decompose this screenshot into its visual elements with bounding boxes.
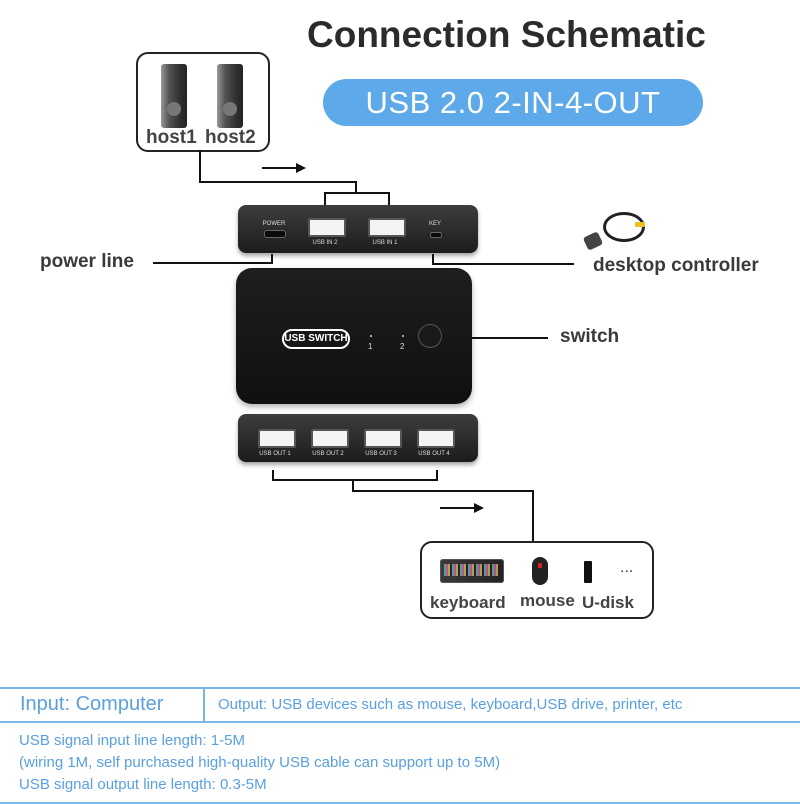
connector-line bbox=[272, 470, 274, 480]
more-items: ... bbox=[620, 559, 634, 576]
spec-badge: USB 2.0 2-IN-4-OUT bbox=[323, 79, 703, 126]
port-label: USB OUT 1 bbox=[259, 451, 291, 457]
callout-line bbox=[271, 254, 273, 264]
callout-line bbox=[472, 337, 548, 339]
host2-label: host2 bbox=[205, 127, 256, 148]
arrow-head bbox=[474, 503, 484, 513]
switch-output-panel: USB OUT 1 USB OUT 2 USB OUT 3 USB OUT 4 bbox=[238, 414, 478, 462]
keyboard-icon bbox=[440, 559, 504, 583]
host1-label: host1 bbox=[146, 127, 197, 148]
spec-line: USB signal input line length: 1-5M bbox=[19, 732, 245, 749]
usb-out-4-port bbox=[417, 429, 455, 448]
indicator-led-2 bbox=[402, 335, 404, 337]
desktop-controller-icon bbox=[582, 210, 655, 255]
connector-line bbox=[324, 192, 326, 206]
indicator-led-1 bbox=[370, 335, 372, 337]
switch-input-panel: POWER USB IN 2 USB IN 1 KEY bbox=[238, 205, 478, 253]
arrow-right-icon bbox=[440, 507, 476, 509]
spec-line: USB signal output line length: 0.3-5M bbox=[19, 776, 267, 793]
power-port bbox=[264, 230, 286, 238]
connector-line bbox=[272, 479, 438, 481]
usb-switch-body: USB SWITCH 1 2 bbox=[236, 268, 472, 404]
usb-switch-logo: USB SWITCH bbox=[282, 329, 350, 349]
hosts-box: host1 host2 bbox=[136, 52, 270, 152]
keyboard-label: keyboard bbox=[430, 593, 506, 612]
spec-table: Input: Computer Output: USB devices such… bbox=[0, 687, 800, 804]
u-disk-label: U-disk bbox=[582, 593, 634, 612]
page-title: Connection Schematic bbox=[307, 14, 706, 55]
indicator-label-1: 1 bbox=[368, 342, 373, 351]
callout-line bbox=[432, 263, 574, 265]
connector-line bbox=[532, 490, 534, 542]
mouse-label: mouse bbox=[520, 591, 575, 610]
port-label: POWER bbox=[262, 221, 286, 227]
connector-line bbox=[388, 192, 390, 206]
divider bbox=[203, 689, 205, 721]
callout-line bbox=[432, 254, 434, 264]
spec-line: (wiring 1M, self purchased high-quality … bbox=[19, 754, 501, 771]
switch-label: switch bbox=[560, 326, 620, 347]
desktop-controller-label: desktop controller bbox=[593, 255, 759, 276]
callout-line bbox=[153, 262, 273, 264]
port-label: USB OUT 4 bbox=[418, 451, 450, 457]
usb-out-1-port bbox=[258, 429, 296, 448]
connector-line bbox=[436, 470, 438, 480]
key-port bbox=[430, 232, 442, 238]
usb-in-1-port bbox=[368, 218, 406, 237]
indicator-label-2: 2 bbox=[400, 342, 405, 351]
power-line-label: power line bbox=[40, 251, 134, 272]
input-spec: Input: Computer bbox=[20, 693, 164, 715]
usb-out-3-port bbox=[364, 429, 402, 448]
port-label: USB IN 2 bbox=[312, 240, 338, 246]
port-label: USB OUT 3 bbox=[365, 451, 397, 457]
arrow-head bbox=[296, 163, 306, 173]
connector-line bbox=[355, 181, 357, 193]
mouse-icon bbox=[532, 557, 548, 585]
pc-tower-icon bbox=[161, 64, 187, 128]
peripherals-box: ... keyboard mouse U-disk bbox=[420, 541, 654, 619]
connector-line bbox=[352, 479, 354, 491]
connector-line bbox=[199, 150, 201, 182]
pc-tower-icon bbox=[217, 64, 243, 128]
port-label: USB IN 1 bbox=[372, 240, 398, 246]
arrow-right-icon bbox=[262, 167, 298, 169]
usb-drive-icon bbox=[584, 561, 592, 583]
port-label: KEY bbox=[428, 221, 441, 227]
port-label: USB OUT 2 bbox=[312, 451, 344, 457]
connector-line bbox=[324, 192, 390, 194]
usb-out-2-port bbox=[311, 429, 349, 448]
usb-in-2-port bbox=[308, 218, 346, 237]
output-spec: Output: USB devices such as mouse, keybo… bbox=[218, 696, 683, 713]
switch-button[interactable] bbox=[418, 324, 442, 348]
connector-line bbox=[352, 490, 534, 492]
connector-line bbox=[199, 181, 357, 183]
